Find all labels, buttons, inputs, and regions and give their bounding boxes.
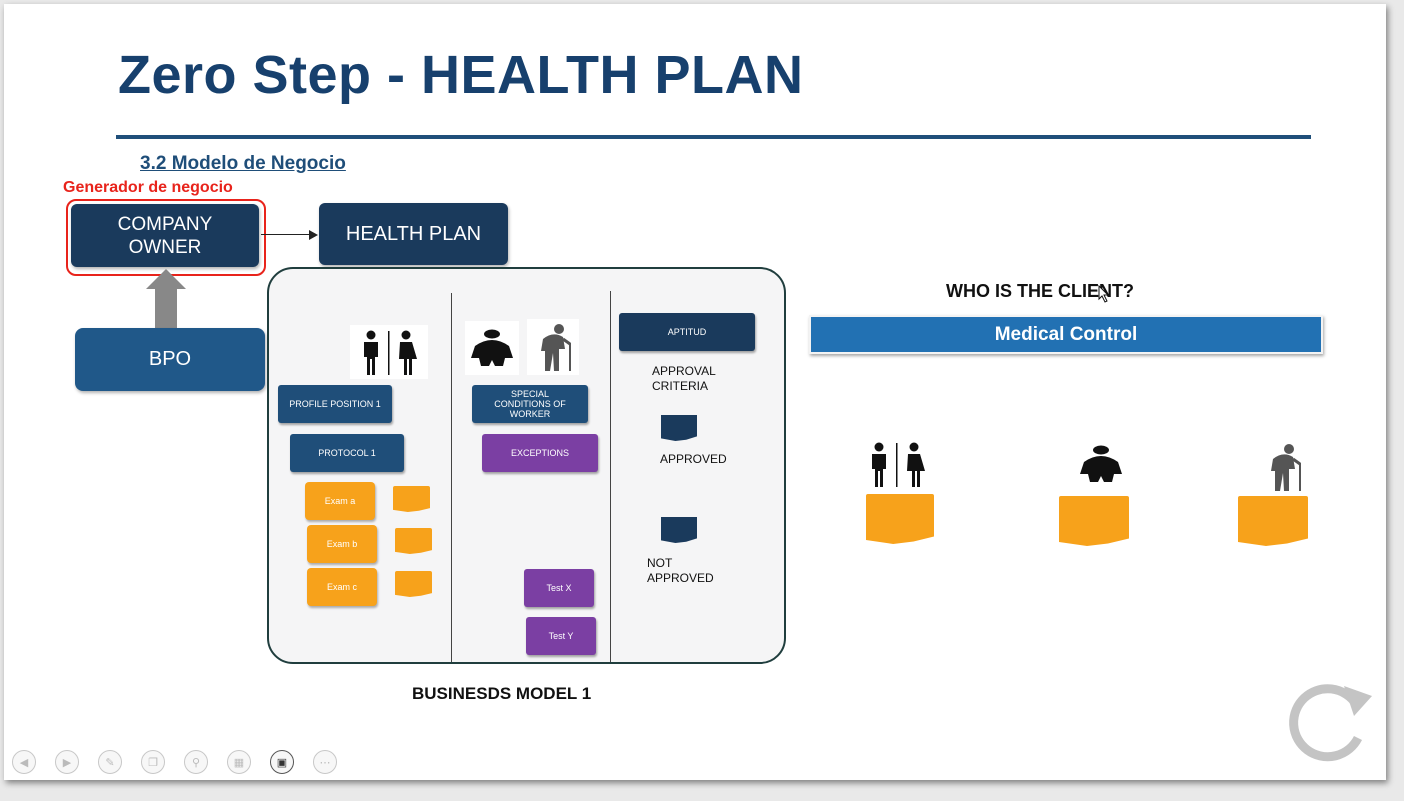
exam-box: Exam c xyxy=(307,568,377,606)
exam-label: Exam c xyxy=(326,582,357,592)
approved-text: APPROVED xyxy=(660,452,727,466)
protocol-box: PROTOCOL 1 xyxy=(290,434,404,472)
aptitud-box: APTITUD xyxy=(619,313,755,351)
business-model-panel: PROFILE POSITION 1 PROTOCOL 1 Exam a Exa… xyxy=(267,267,786,664)
medical-control-label: Medical Control xyxy=(994,323,1138,345)
special-conditions-label: SPECIAL CONDITIONS OF WORKER xyxy=(494,389,566,419)
more-icon[interactable]: ⋯ xyxy=(313,750,337,774)
company-owner-box: COMPANY OWNER xyxy=(71,204,259,267)
profile-position-label: PROFILE POSITION 1 xyxy=(289,399,381,409)
pen-icon[interactable]: ✎ xyxy=(98,750,122,774)
client-note xyxy=(1059,496,1129,546)
not-approved-text: NOT APPROVED xyxy=(647,556,714,585)
exam-label: Exam b xyxy=(326,539,358,549)
title-divider xyxy=(116,135,1311,139)
bpo-box: BPO xyxy=(75,328,265,391)
health-plan-label: HEALTH PLAN xyxy=(345,222,482,245)
elderly-person-icon xyxy=(527,319,579,375)
aptitud-label: APTITUD xyxy=(667,327,707,337)
owner-to-plan-arrow xyxy=(261,234,311,235)
grid-icon[interactable]: ▦ xyxy=(227,750,251,774)
medical-control-banner: Medical Control xyxy=(809,315,1323,354)
bpo-label: BPO xyxy=(148,348,192,370)
test-label: Test Y xyxy=(548,631,574,641)
column-divider xyxy=(610,291,611,662)
exceptions-box: EXCEPTIONS xyxy=(482,434,598,472)
approval-criteria-text: APPROVAL CRITERIA xyxy=(652,364,716,393)
exceptions-label: EXCEPTIONS xyxy=(510,448,569,458)
who-is-client-heading: WHO IS THE CLIENT? xyxy=(946,281,1134,301)
exam-box: Exam a xyxy=(305,482,375,520)
video-icon[interactable]: ▣ xyxy=(270,750,294,774)
presentation-toolbar: ◀ ▶ ✎ ❐ ⚲ ▦ ▣ ⋯ xyxy=(12,750,337,774)
exam-note xyxy=(395,571,432,597)
health-plan-box: HEALTH PLAN xyxy=(319,203,508,265)
up-arrow-shaft xyxy=(155,289,177,334)
obese-person-icon xyxy=(1076,444,1126,489)
exam-box: Exam b xyxy=(307,525,377,563)
special-conditions-box: SPECIAL CONDITIONS OF WORKER xyxy=(472,385,588,423)
slide-title: Zero Step - HEALTH PLAN xyxy=(118,45,804,105)
mouse-cursor-icon xyxy=(1098,285,1110,303)
elderly-person-icon xyxy=(1259,441,1307,498)
test-box: Test X xyxy=(524,569,594,607)
reload-icon[interactable] xyxy=(1284,674,1376,766)
zoom-icon[interactable]: ⚲ xyxy=(184,750,208,774)
man-woman-icon xyxy=(862,439,932,494)
man-woman-icon xyxy=(350,325,428,379)
company-owner-label: COMPANY OWNER xyxy=(117,213,213,258)
next-icon[interactable]: ▶ xyxy=(55,750,79,774)
generator-label: Generador de negocio xyxy=(63,179,233,196)
arrow-head xyxy=(309,230,318,240)
exam-note xyxy=(393,486,430,512)
protocol-label: PROTOCOL 1 xyxy=(318,448,376,458)
up-arrow-head xyxy=(146,269,186,289)
obese-person-icon xyxy=(465,321,519,375)
approved-note xyxy=(661,415,697,441)
prev-icon[interactable]: ◀ xyxy=(12,750,36,774)
test-box: Test Y xyxy=(526,617,596,655)
client-note xyxy=(866,494,934,544)
profile-position-box: PROFILE POSITION 1 xyxy=(278,385,392,423)
not-approved-note xyxy=(661,517,697,543)
column-divider xyxy=(451,293,452,662)
section-subtitle: 3.2 Modelo de Negocio xyxy=(140,153,346,174)
business-model-label: BUSINESDS MODEL 1 xyxy=(412,684,592,703)
client-note xyxy=(1238,496,1308,546)
copy-icon[interactable]: ❐ xyxy=(141,750,165,774)
exam-label: Exam a xyxy=(324,496,356,506)
test-label: Test X xyxy=(546,583,572,593)
slide: Zero Step - HEALTH PLAN 3.2 Modelo de Ne… xyxy=(4,4,1386,780)
exam-note xyxy=(395,528,432,554)
